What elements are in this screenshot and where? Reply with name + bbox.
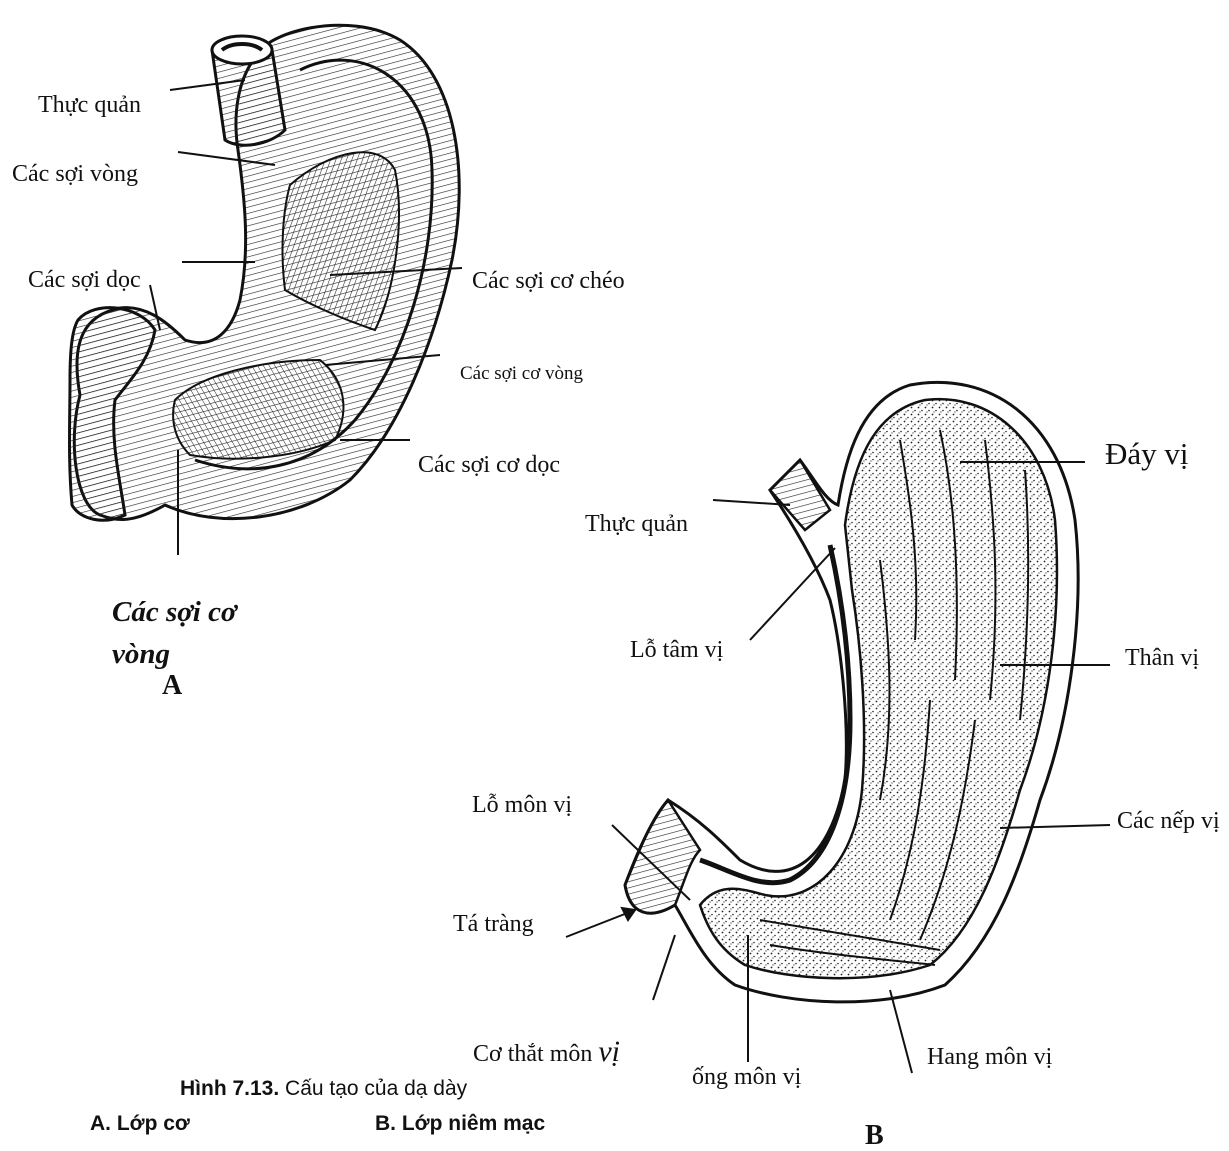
- label-b-ong-mon-vi: ống môn vị: [692, 1065, 801, 1089]
- label-a-cac-soi-co-vong: Các sợi cơ vòng: [460, 364, 583, 383]
- leader-b-ta-trang-arrowhead: [622, 908, 635, 920]
- leader-b-co-that-mon-vi: [653, 935, 675, 1000]
- label-b-ta-trang: Tá tràng: [453, 912, 534, 936]
- label-b-hang-mon-vi: Hang môn vị: [927, 1045, 1052, 1069]
- figure-caption-title: Hình 7.13. Cấu tạo của dạ dày: [180, 1078, 467, 1099]
- stomach-b-drawing: [625, 382, 1078, 1002]
- stomach-a-esophagus-opening: [212, 36, 272, 64]
- label-b-day-vi: Đáy vị: [1105, 438, 1189, 469]
- caption-part-a: A. Lớp cơ: [90, 1113, 190, 1134]
- label-b-lo-mon-vi: Lỗ môn vị: [472, 793, 572, 817]
- figure-number: Hình 7.13.: [180, 1077, 279, 1100]
- label-a-cac-soi-doc: Các sợi dọc: [28, 268, 141, 292]
- leader-b-lo-tam-vi: [750, 548, 835, 640]
- label-b-co-that-mon-vi: Cơ thắt môn vị: [473, 1037, 620, 1067]
- label-a-cac-soi-vong: Các sợi vòng: [12, 162, 138, 186]
- label-b-lo-tam-vi: Lỗ tâm vị: [630, 638, 723, 662]
- panel-a-letter: A: [162, 672, 182, 700]
- label-b-co-that-mon-vi-suffix: vị: [598, 1035, 620, 1068]
- label-a-cac-soi-co-doc: Các sợi cơ dọc: [418, 453, 560, 477]
- label-b-cac-nep-vi: Các nếp vị: [1117, 809, 1220, 833]
- caption-part-b: B. Lớp niêm mạc: [375, 1113, 545, 1134]
- label-b-co-that-mon-vi-prefix: Cơ thắt môn: [473, 1041, 592, 1067]
- figure-title: Cấu tạo của dạ dày: [279, 1077, 467, 1100]
- label-a-cac-soi-co-cheo: Các sợi cơ chéo: [472, 269, 625, 293]
- label-a-cac-soi-co-vong-bottom-line1: Các sợi cơ: [112, 598, 237, 627]
- label-a-thuc-quan: Thực quản: [38, 93, 141, 117]
- panel-b-letter: B: [865, 1122, 884, 1150]
- label-a-cac-soi-co-vong-bottom-line2: vòng: [112, 640, 170, 669]
- label-b-than-vi: Thân vị: [1125, 646, 1199, 670]
- label-b-thuc-quan: Thực quản: [585, 512, 688, 536]
- leader-b-hang-mon-vi: [890, 990, 912, 1073]
